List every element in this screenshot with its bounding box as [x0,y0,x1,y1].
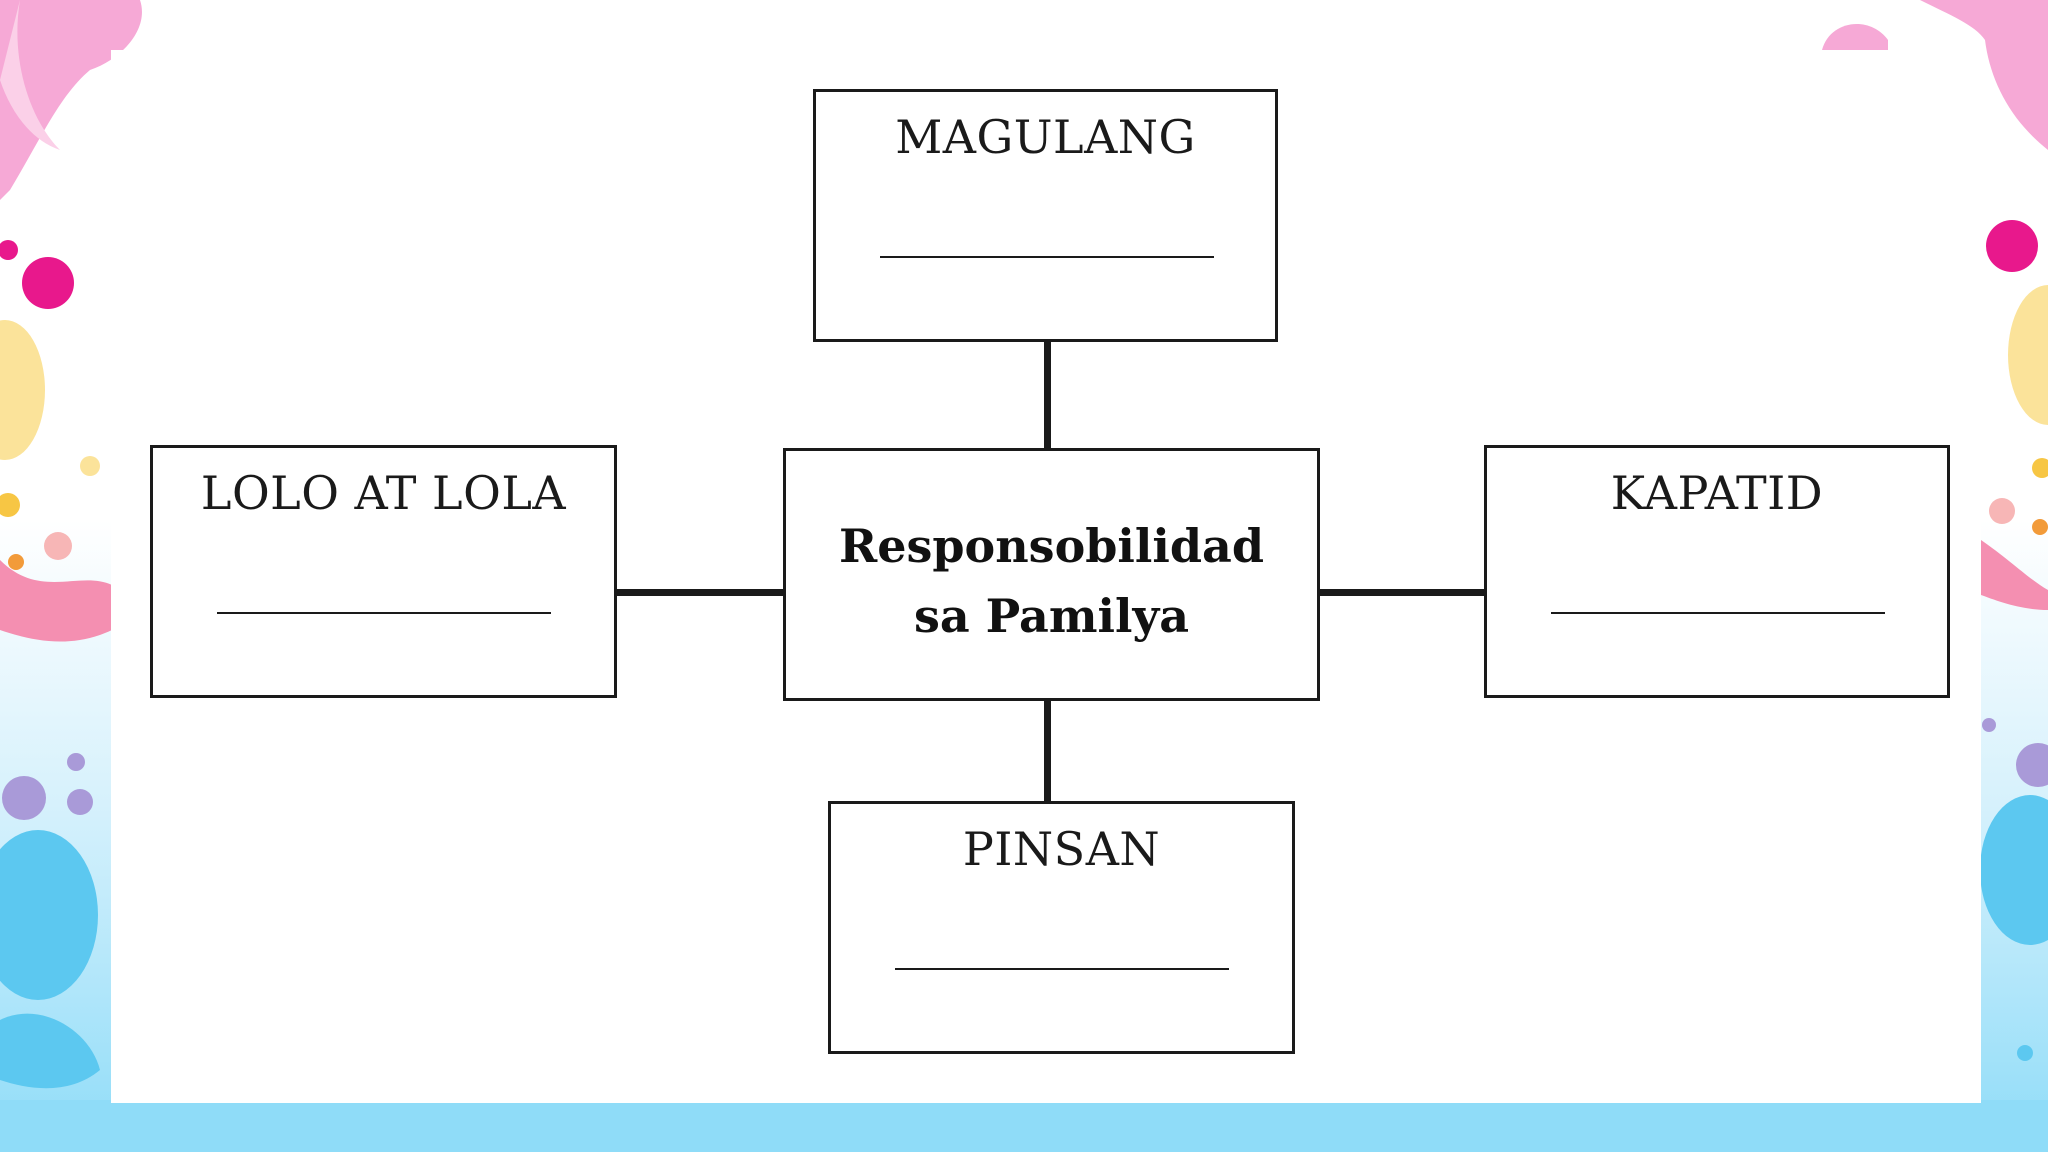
center-title-line2: sa Pamilya [913,589,1190,643]
connector-left [615,589,785,596]
center-title: Responsobilidad sa Pamilya [786,511,1317,651]
node-lolo-at-lola: LOLO AT LOLA [150,445,617,698]
node-kapatid-label: KAPATID [1610,466,1824,520]
node-pinsan-blank-line [895,968,1229,970]
node-lolo-at-lola-label: LOLO AT LOLA [200,466,567,520]
node-lolo-at-lola-blank-line [217,612,551,614]
node-center: Responsobilidad sa Pamilya [783,448,1320,701]
connector-top [1044,340,1051,450]
node-magulang-blank-line [880,256,1214,258]
center-title-line1: Responsobilidad [839,519,1264,573]
node-pinsan-label: PINSAN [962,822,1161,876]
node-kapatid: KAPATID [1484,445,1950,698]
node-magulang: MAGULANG [813,89,1278,342]
node-magulang-label: MAGULANG [895,110,1196,164]
node-pinsan: PINSAN [828,801,1295,1054]
connector-right [1318,589,1488,596]
connector-bottom [1044,700,1051,803]
node-kapatid-blank-line [1551,612,1885,614]
